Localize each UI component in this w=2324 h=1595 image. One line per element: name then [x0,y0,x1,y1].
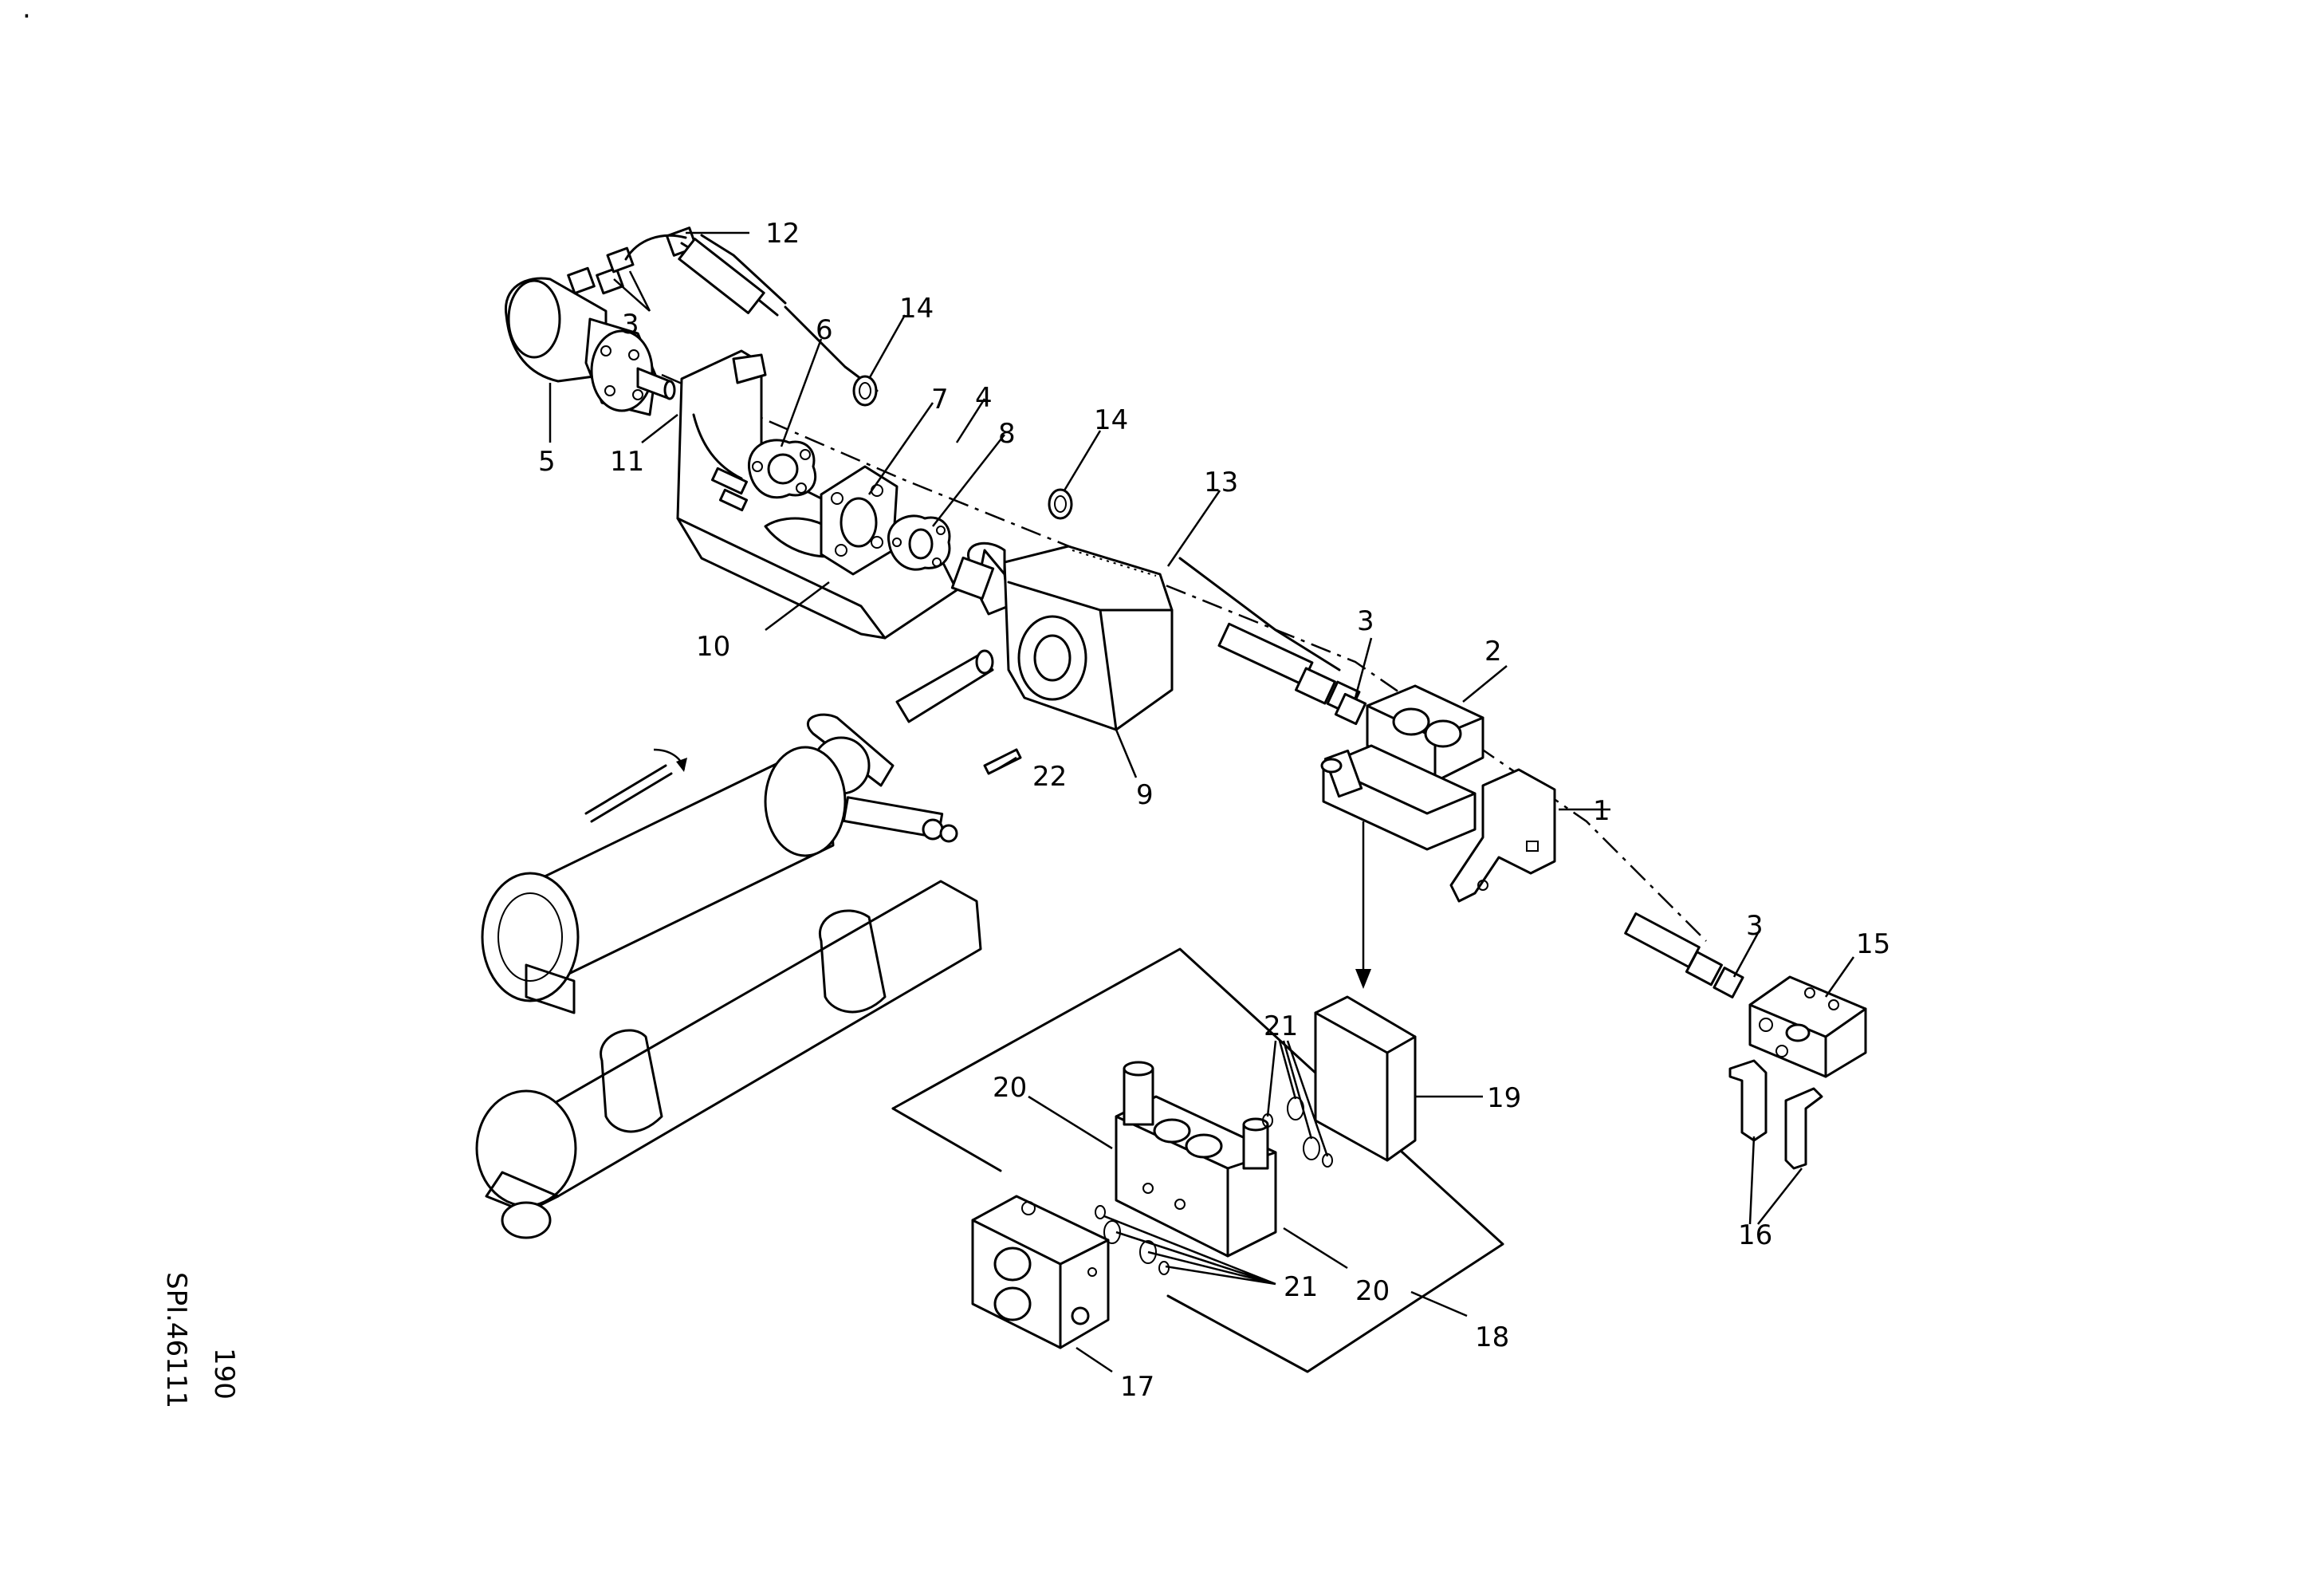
callout-labels: 1 2 3 3 3 4 5 6 7 8 9 10 11 12 13 14 14 … [538,218,1890,1403]
callout-5: 5 [538,446,556,478]
callout-14-upper: 14 [899,293,934,325]
fittings-top [567,226,698,295]
corner-mark: . [22,0,31,25]
kit-outline-18 [891,947,1504,1373]
callout-14-lower: 14 [1094,404,1128,436]
hose-assembly-13 [1178,557,1361,715]
flange-plate-8 [887,514,951,571]
gearbox-housing [950,542,1174,731]
callout-15: 15 [1856,928,1890,960]
callout-10: 10 [696,631,730,663]
callout-12: 12 [765,218,800,250]
callout-3-motor: 3 [622,309,639,341]
page-number: 190 [208,1348,240,1400]
callout-4: 4 [975,382,993,414]
fitting-3-valve [1334,692,1367,726]
callout-2: 2 [1484,636,1502,668]
callout-17: 17 [1120,1371,1154,1403]
mounting-bracket [676,349,958,640]
callout-19: 19 [1487,1082,1521,1114]
bracket-1 [1449,768,1556,903]
callout-13: 13 [1204,467,1238,498]
callout-3-manifold: 3 [1746,910,1764,942]
hose-clip-14a [852,375,878,407]
directional-valve-20 [1115,1061,1277,1258]
document-code: SPI.46111 [160,1272,192,1408]
manifold-block-15 [1748,975,1867,1078]
callout-6: 6 [816,314,833,346]
callout-3-valve: 3 [1357,605,1374,637]
callout-21-upper: 21 [1264,1010,1298,1042]
callout-7: 7 [931,384,949,415]
down-arrow [1355,821,1371,989]
side-text-group: 190 SPI.46111 [160,1272,240,1408]
subplate-19 [1314,995,1417,1162]
hose-clip-14b [1048,488,1073,520]
callout-20-lower: 20 [1355,1275,1390,1307]
callout-20-upper: 20 [993,1072,1027,1104]
hose-to-manifold [1624,912,1744,998]
leader-lines [549,231,1855,1373]
brackets-16 [1728,1059,1823,1170]
callout-16: 16 [1738,1219,1772,1251]
callout-1: 1 [1593,795,1610,827]
flange-block-7 [820,465,899,576]
callout-9: 9 [1136,779,1154,811]
solenoid-valve-1 [1320,744,1477,851]
callout-22: 22 [1032,761,1067,793]
assembly-axis-line [661,373,1707,942]
callout-8: 8 [998,418,1016,450]
callout-21-lower: 21 [1284,1271,1318,1303]
end-block-17 [971,1195,1110,1349]
hydraulic-motor [505,277,676,416]
flange-plate-6 [748,439,817,499]
o-rings-21-lower [1095,1205,1170,1275]
lower-roller [475,880,982,1239]
callout-11: 11 [610,446,644,478]
upper-roller [481,746,958,1014]
callout-18: 18 [1475,1321,1509,1353]
shaft-pin [584,748,687,823]
